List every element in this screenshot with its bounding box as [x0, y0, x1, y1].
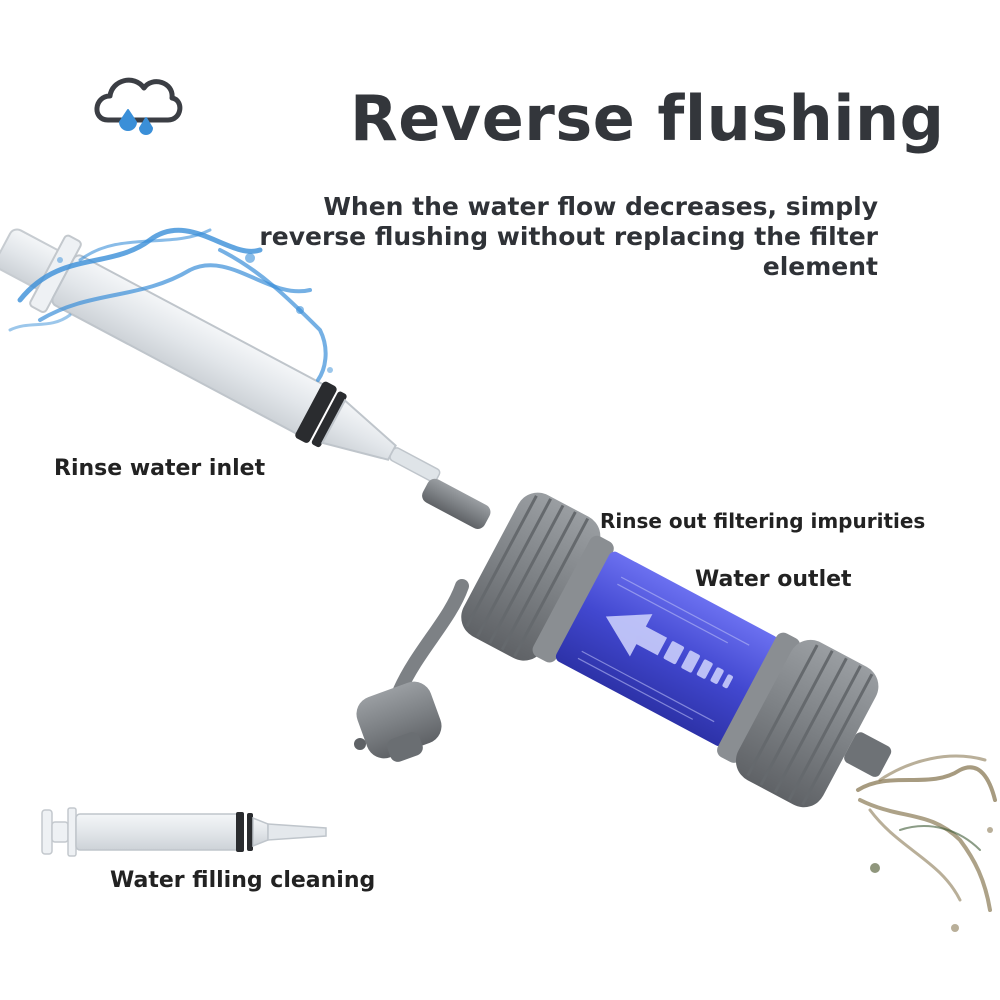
- cloud-rain-icon: [94, 77, 183, 135]
- page-subtitle: When the water flow decreases, simply re…: [259, 192, 878, 281]
- page-title: Reverse flushing: [350, 82, 945, 155]
- label-rinse-out: Rinse out filtering impurities: [600, 509, 926, 533]
- water-filter: [461, 492, 892, 808]
- flow-arrow-icon: [605, 614, 733, 689]
- connector-tube: [422, 478, 491, 529]
- water-splash-dirty: [856, 754, 997, 932]
- label-water-outlet: Water outlet: [695, 567, 852, 592]
- water-splash-clean: [8, 227, 333, 382]
- tether-cap: [354, 579, 469, 762]
- syringe-small: [41, 807, 327, 857]
- label-rinse-inlet: Rinse water inlet: [54, 456, 266, 481]
- label-filling-cleaning: Water filling cleaning: [110, 868, 376, 893]
- syringe-large: [0, 228, 441, 483]
